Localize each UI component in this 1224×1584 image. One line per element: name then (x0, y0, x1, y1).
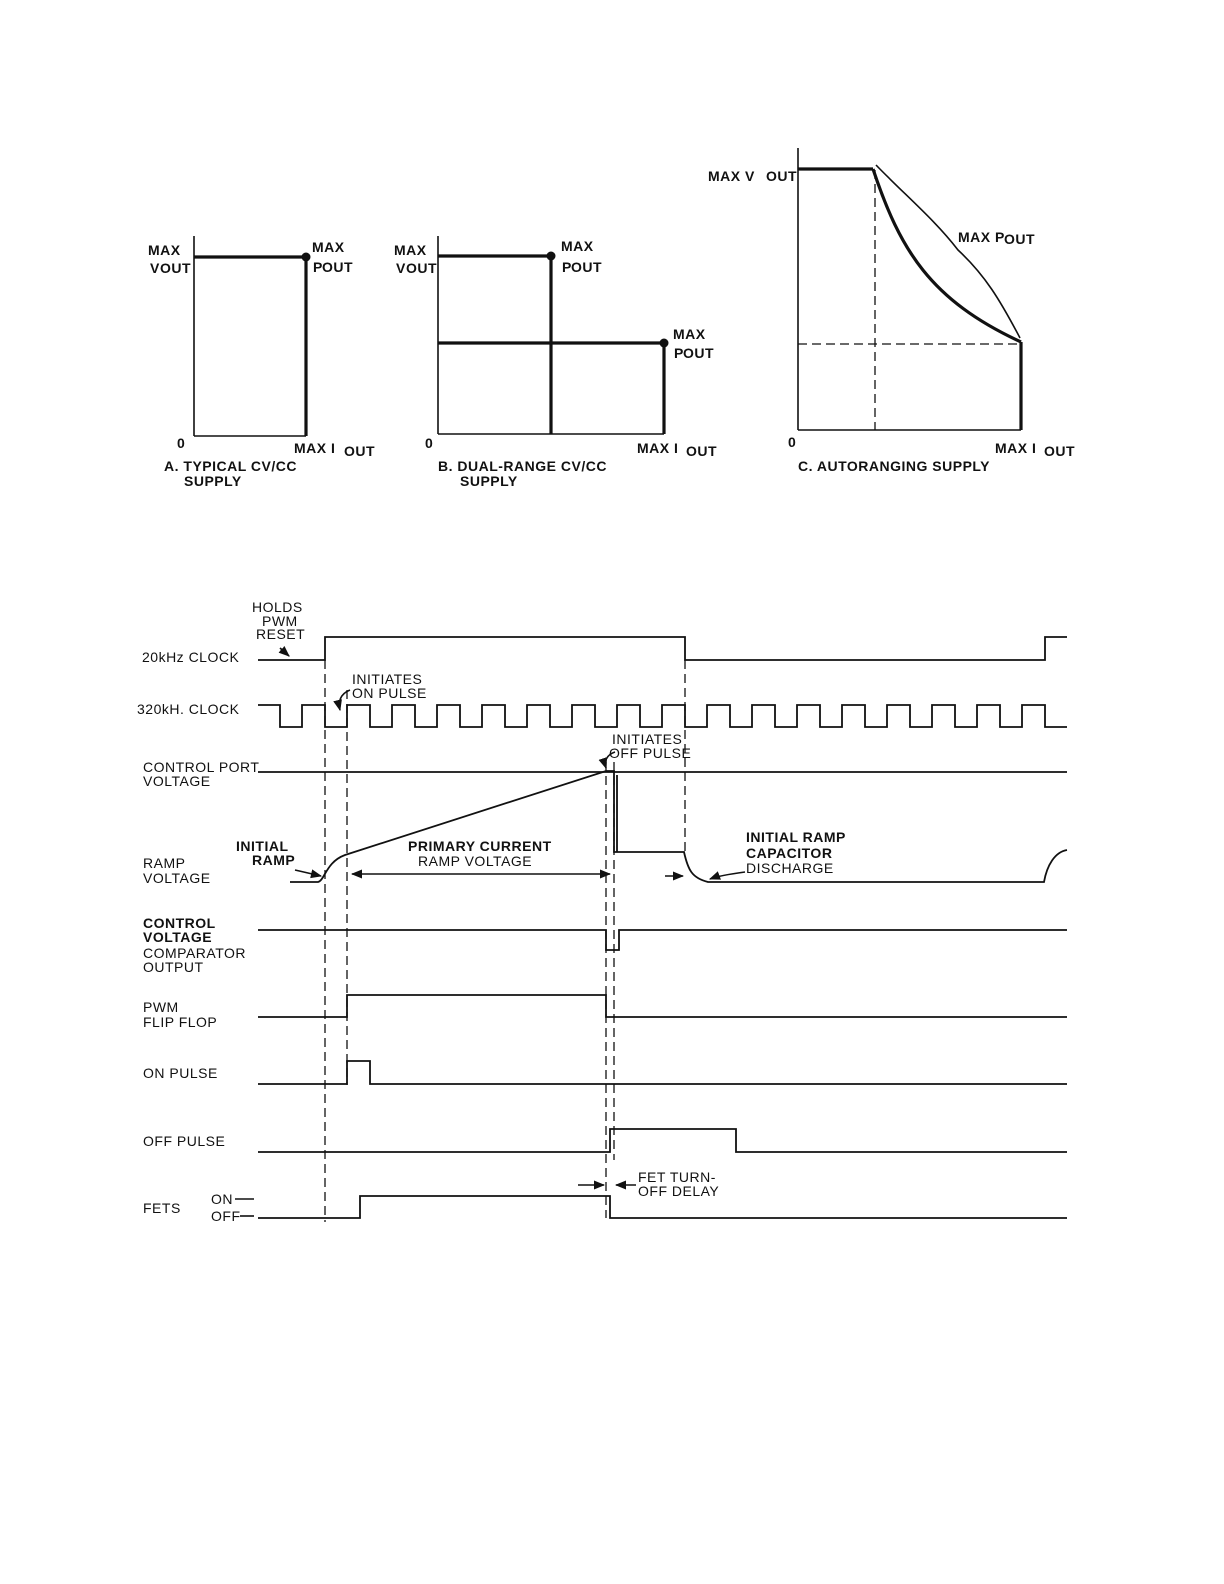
signal-on-pulse (258, 1060, 1067, 1085)
annot-fet-delay-1: FET TURN- (638, 1169, 716, 1185)
graph-c-caption: C. AUTORANGING SUPPLY (798, 458, 990, 474)
graph-c-v-sub: OUT (766, 168, 797, 184)
label-pwm: PWM (143, 999, 179, 1015)
graph-a-caption-2: SUPPLY (184, 473, 242, 489)
label-320khz-clock: 320kH. CLOCK (137, 701, 240, 717)
annot-holds-2: PWM (262, 613, 298, 629)
initiates-on-arrow (333, 689, 351, 712)
graph-c-leader-curve (875, 164, 1021, 339)
label-on-pulse: ON PULSE (143, 1065, 218, 1081)
graph-b-max-p2-label: MAX (673, 326, 706, 342)
graph-a-max-i-label: MAX I (294, 440, 335, 456)
graph-c-max-p-label: MAX P (958, 229, 1005, 245)
graph-a-p-sub: OUT (322, 259, 353, 275)
annot-init-on-1: INITIATES (352, 671, 422, 687)
timing-diagram: 20kHz CLOCK 320kH. CLOCK CONTROL PORT VO… (137, 599, 1068, 1224)
label-cvc-1: CONTROL (143, 915, 216, 931)
initial-ramp-arrow (294, 869, 323, 879)
graph-b-p1-label: P (562, 259, 572, 275)
graph-b-p2-sub: OUT (683, 345, 714, 361)
annot-fet-delay-2: OFF DELAY (638, 1183, 719, 1199)
label-fets-off: OFF (211, 1208, 241, 1224)
graph-a-max-p-label: MAX (312, 239, 345, 255)
label-control-port: CONTROL PORT (143, 759, 259, 775)
signal-comparator-output (258, 929, 1067, 951)
annot-primary-2: RAMP VOLTAGE (418, 853, 532, 869)
graph-a-caption: A. TYPICAL CV/CC (164, 458, 297, 474)
graph-a-p-label: P (313, 259, 323, 275)
signal-pwm-flip-flop (258, 994, 1067, 1018)
graph-a-zero: 0 (177, 435, 185, 451)
annot-initial-ramp-2: RAMP (252, 852, 295, 868)
graph-c-max-i-label: MAX I (995, 440, 1036, 456)
graph-a-max-power-point (301, 252, 311, 262)
graph-b-dual-range: MAX V OUT MAX P OUT MAX P OUT 0 MAX I OU… (394, 236, 717, 489)
graph-b-i-sub: OUT (686, 443, 717, 459)
annot-init-off-1: INITIATES (612, 731, 682, 747)
graph-c-i-sub: OUT (1044, 443, 1075, 459)
graph-a-typical-cvcc: MAX V OUT MAX P OUT 0 MAX I OUT A. TYPIC… (148, 236, 375, 489)
graph-a-v-label: V (150, 260, 160, 276)
graph-b-caption-2: SUPPLY (460, 473, 518, 489)
graph-b-caption: B. DUAL-RANGE CV/CC (438, 458, 607, 474)
signal-320khz-clock (258, 704, 1067, 728)
graph-a-v-sub: OUT (160, 260, 191, 276)
graph-b-max-p1-label: MAX (561, 238, 594, 254)
annot-initial-ramp-1: INITIAL (236, 838, 289, 854)
graph-c-max-v-label: MAX V (708, 168, 755, 184)
label-control-port-2: VOLTAGE (143, 773, 211, 789)
label-ramp-2: VOLTAGE (143, 870, 211, 886)
label-20khz-clock: 20kHz CLOCK (142, 649, 239, 665)
graph-b-p1-sub: OUT (571, 259, 602, 275)
annot-cap-3: DISCHARGE (746, 860, 834, 876)
annot-holds-3: RESET (256, 626, 305, 642)
graph-b-p2-label: P (674, 345, 684, 361)
label-cvc-2: VOLTAGE (143, 929, 212, 945)
annot-cap-2: CAPACITOR (746, 845, 832, 861)
graph-a-i-sub: OUT (344, 443, 375, 459)
label-pwm-2: FLIP FLOP (143, 1014, 217, 1030)
graph-b-max-power-point-1 (546, 251, 556, 261)
initiates-off-arrow (598, 751, 616, 770)
signal-off-pulse (258, 1128, 1067, 1153)
graph-c-zero: 0 (788, 434, 796, 450)
graph-b-max-v-label: MAX (394, 242, 427, 258)
holds-reset-arrow (278, 645, 290, 657)
signal-20khz-clock (258, 636, 1067, 661)
annot-primary-1: PRIMARY CURRENT (408, 838, 552, 854)
label-off-pulse: OFF PULSE (143, 1133, 225, 1149)
signal-ramp-voltage (290, 770, 1068, 883)
annot-cap-1: INITIAL RAMP (746, 829, 846, 845)
graph-b-v-label: V (396, 260, 406, 276)
graph-c-autoranging: MAX V OUT MAX P OUT 0 MAX I OUT C. AUTOR… (708, 148, 1075, 474)
graph-c-power-curve (871, 168, 1022, 344)
graph-b-max-i-label: MAX I (637, 440, 678, 456)
graph-b-zero: 0 (425, 435, 433, 451)
graph-b-v-sub: OUT (406, 260, 437, 276)
label-fets: FETS (143, 1200, 181, 1216)
signal-fets (258, 1195, 1067, 1219)
label-fets-on: ON (211, 1191, 233, 1207)
annot-holds-1: HOLDS (252, 599, 303, 615)
label-cvc-4: OUTPUT (143, 959, 204, 975)
label-cvc-3: COMPARATOR (143, 945, 246, 961)
graph-b-max-power-point-2 (659, 338, 669, 348)
label-ramp: RAMP (143, 855, 185, 871)
graph-a-max-v-label: MAX (148, 242, 181, 258)
annot-init-on-2: ON PULSE (352, 685, 427, 701)
graph-c-p-sub: OUT (1004, 231, 1035, 247)
discharge-right-arrow (708, 871, 746, 880)
annot-init-off-2: OFF PULSE (609, 745, 691, 761)
